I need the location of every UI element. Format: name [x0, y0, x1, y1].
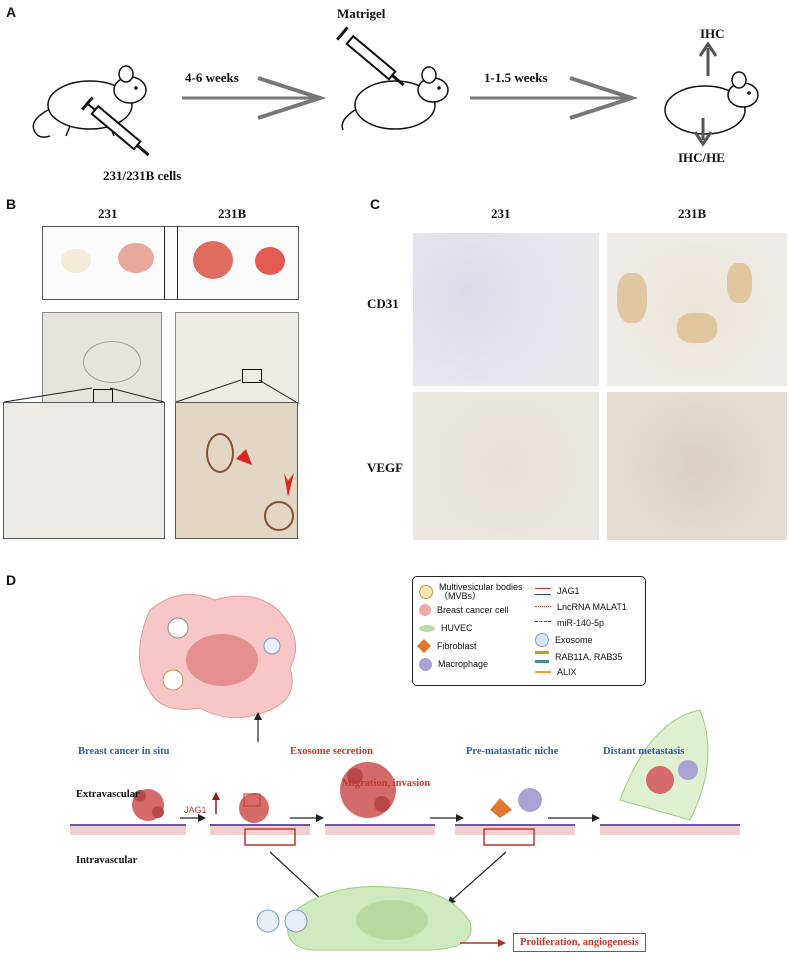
matrigel-label: Matrigel [337, 6, 386, 21]
ihc-vegf-231 [413, 392, 599, 540]
outcome-box: Proliferation, angiogenesis [513, 933, 646, 952]
huvec-icon [287, 886, 472, 951]
blood-vessel [70, 824, 740, 835]
panel-c-row1: CD31 [367, 296, 399, 311]
legend-item: Breast cancer cell [419, 601, 531, 619]
stage-migration: Migration, invasion [342, 778, 431, 789]
he-section-231b [175, 312, 299, 404]
zoom-lines [3, 379, 297, 403]
stage-premetastatic: Pre-matastatic niche [466, 746, 559, 757]
legend-item: Multivesicular bodies（MVBs） [419, 583, 531, 601]
syringe-icon [336, 26, 405, 87]
panel-c-label: C [370, 196, 381, 212]
alix-icon [535, 671, 551, 673]
panel-a-label: A [6, 4, 17, 20]
cells-label: 231/231B cells [103, 168, 182, 183]
ihc-vegf-231b [607, 392, 787, 540]
step1-time: 4-6 weeks [185, 70, 239, 85]
arrow-icon [182, 76, 327, 120]
he-section-231 [42, 312, 162, 404]
panel-b-label: B [6, 196, 17, 212]
cancer-cell-icon [139, 593, 297, 719]
tumor-cluster [340, 762, 396, 818]
macrophage-icon [518, 788, 542, 812]
huvec-icon [419, 624, 435, 632]
step2-time: 1-1.5 weeks [484, 70, 548, 85]
panel-d-label: D [6, 572, 17, 588]
legend-item: Exosome [535, 631, 643, 649]
legend-box: Multivesicular bodies（MVBs） Breast cance… [412, 576, 646, 686]
mvb-icon [419, 585, 433, 599]
arrow-icon [470, 76, 639, 120]
legend-item: Fibroblast [416, 637, 531, 655]
mirna-icon [535, 621, 551, 625]
extravascular-label: Extravascular [76, 789, 140, 800]
legend-item: ALIX [535, 665, 643, 679]
zoom-231b [175, 402, 298, 539]
zoom-231 [3, 402, 165, 539]
exosome-icon [284, 909, 308, 933]
macrophage-icon [419, 657, 432, 671]
intravascular-label: Intravascular [76, 855, 138, 866]
cancer-cell-icon [419, 604, 431, 616]
mouse-icon [664, 71, 759, 135]
tumor-cluster [239, 793, 269, 823]
jag1-label: JAG1 [184, 805, 207, 815]
rab-icon [535, 651, 549, 663]
exosome-icon [535, 633, 549, 647]
fibroblast-icon [490, 798, 512, 818]
rna-icon [535, 605, 551, 609]
legend-item: miR-140-5p [535, 615, 643, 631]
tumor-photo [42, 226, 299, 300]
mouse-icon [341, 66, 449, 131]
ihc-cd31-231b [607, 233, 787, 386]
panel-c-col2: 231B [678, 206, 707, 221]
exosome-icon [256, 909, 280, 933]
down-arrow-icon [693, 118, 713, 147]
panel-b-col2: 231B [218, 206, 247, 221]
ihc-he-label: IHC/HE [678, 150, 725, 165]
panel-c-row2: VEGF [367, 460, 404, 475]
legend-item: Macrophage [419, 655, 531, 673]
up-arrow-icon [698, 41, 718, 76]
ihc-cd31-231 [413, 233, 599, 386]
legend-item: LncRNA MALAT1 [535, 599, 643, 615]
metastasis [619, 709, 709, 821]
syringe-icon [81, 96, 150, 157]
legend-item: RAB11A, RAB35 [535, 649, 643, 665]
dna-icon [535, 587, 551, 595]
stage-in-situ: Breast cancer in situ [78, 746, 170, 757]
panel-c-col1: 231 [491, 206, 511, 221]
legend-item: HUVEC [419, 619, 531, 637]
stage-distant-metastasis: Distant metastasis [603, 746, 685, 757]
panel-b-col1: 231 [98, 206, 118, 221]
legend-item: JAG1 [535, 583, 643, 599]
ihc-label: IHC [700, 26, 725, 41]
tumor-cluster [132, 789, 164, 821]
panel-a-graphic [32, 26, 759, 157]
stage-exosome-secretion: Exosome secretion [290, 746, 373, 757]
